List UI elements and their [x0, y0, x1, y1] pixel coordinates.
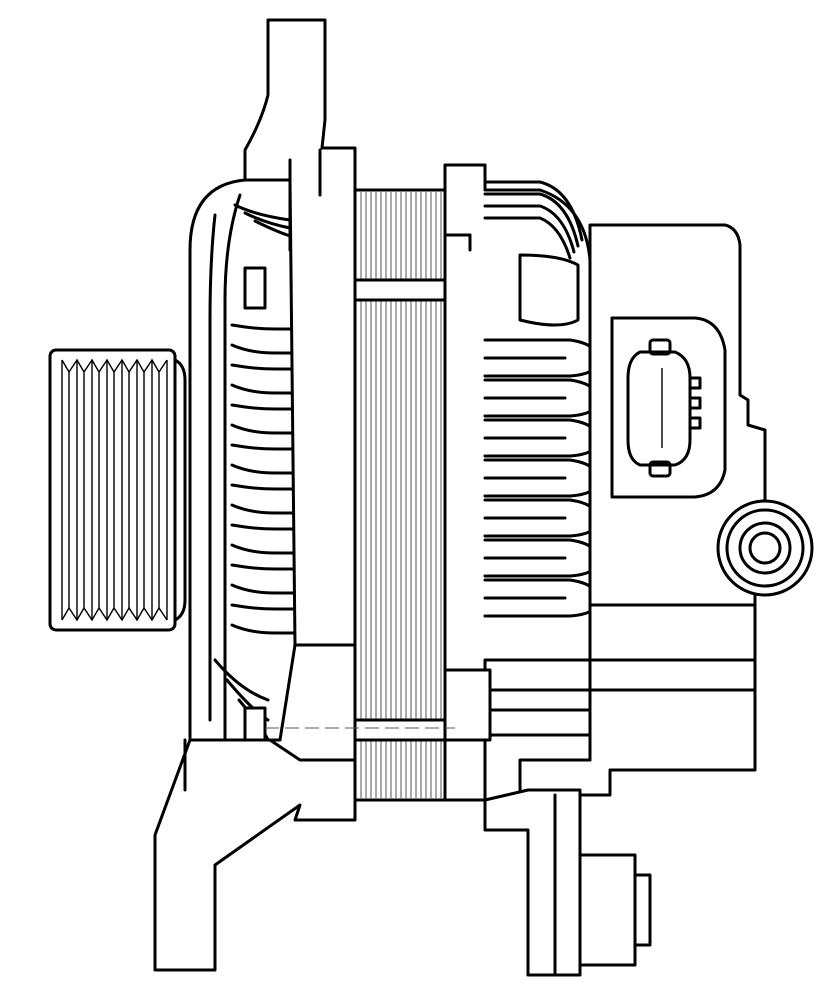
stator-laminations: [360, 192, 442, 798]
front-fin-upper: [253, 219, 292, 238]
front-fin-lower: [213, 658, 270, 702]
front-fin-upper: [233, 203, 292, 222]
pulley-grooves: [61, 358, 168, 622]
lower-bracket: [483, 788, 652, 977]
rear-fin-upper: [483, 216, 572, 260]
upper-mounting-ear: [243, 18, 357, 647]
lower-mounting-ear: [153, 738, 357, 972]
front-fin-upper: [243, 211, 292, 230]
rear-fin-upper: [483, 204, 576, 254]
pulley: [48, 348, 187, 632]
rear-fin-upper: [483, 192, 580, 248]
front-housing: [188, 178, 320, 750]
output-terminal: [716, 499, 814, 597]
stator-core: [353, 188, 447, 802]
rear-fin-upper: [483, 180, 584, 242]
electrical-connector: [610, 316, 727, 499]
